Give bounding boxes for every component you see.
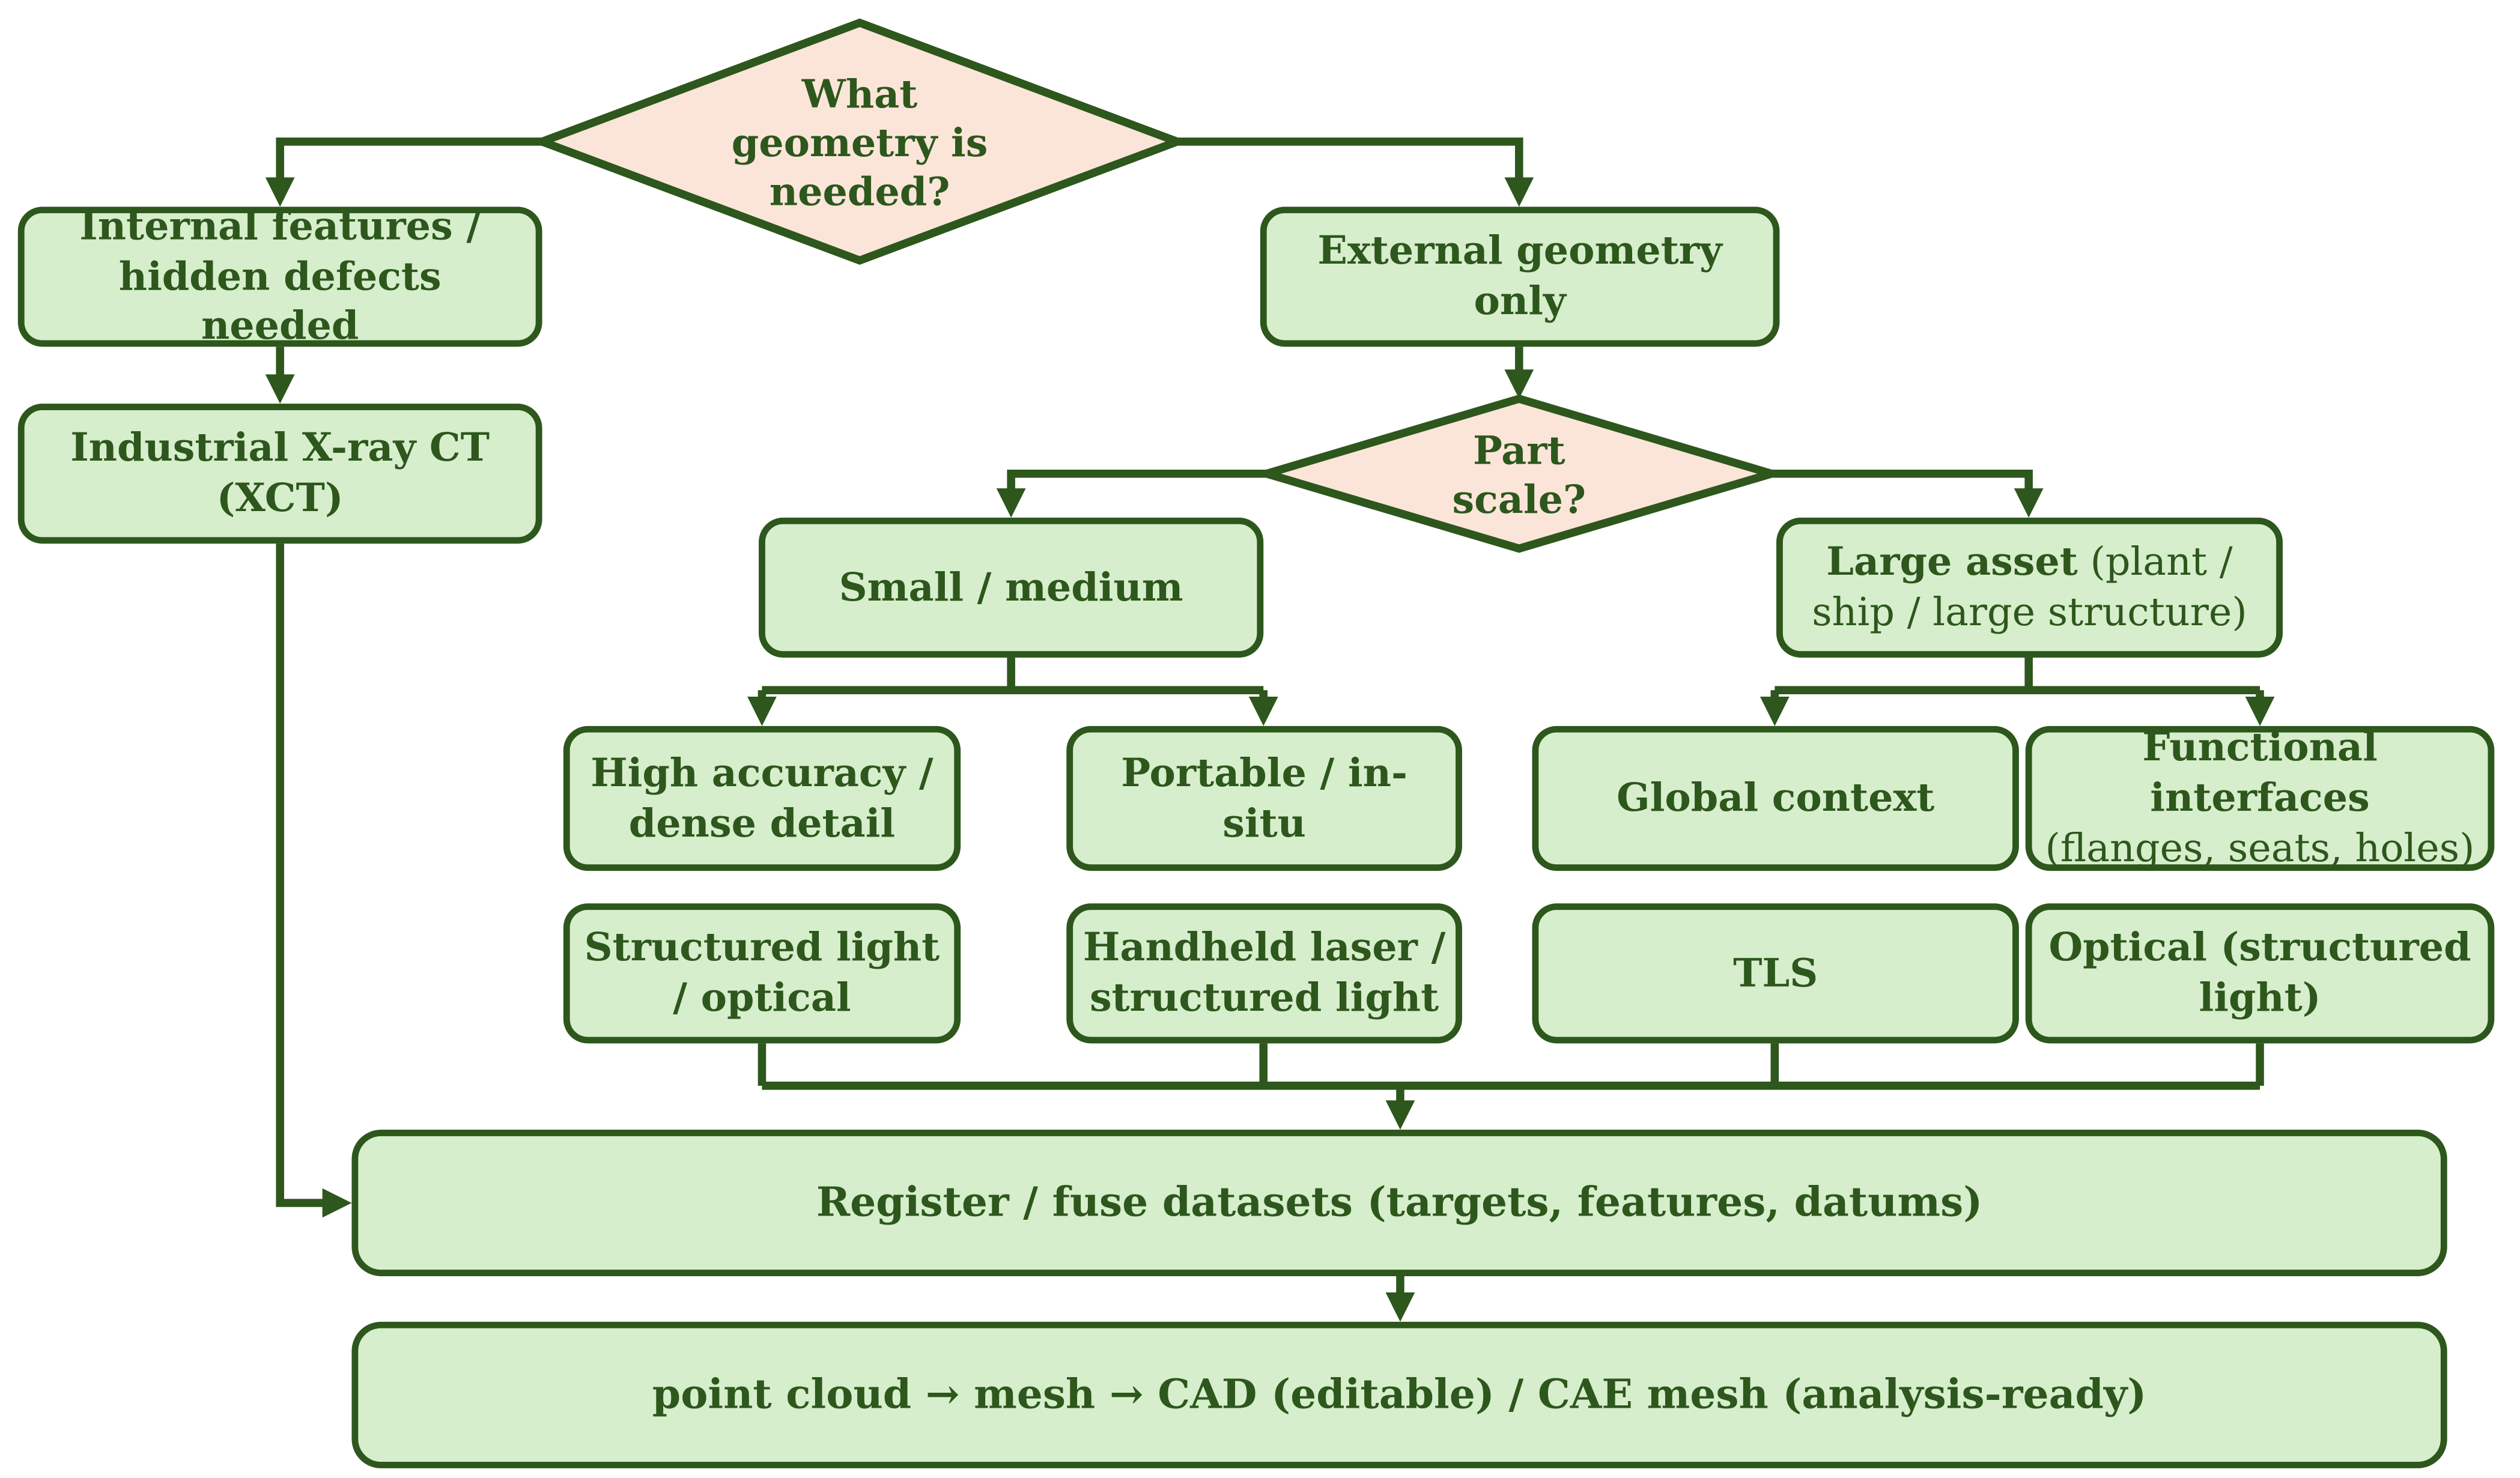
decision-what-geometry-line1: What — [801, 70, 918, 118]
node-functional-interfaces-line2: (flanges, seats, holes) — [2045, 825, 2475, 871]
node-small-medium-line1: Small / medium — [839, 562, 1183, 610]
arrowhead-into-external — [1504, 177, 1534, 207]
node-structured-light-optical-line2: / optical — [673, 973, 851, 1021]
node-large-asset-line2: ship / large structure) — [1812, 589, 2247, 635]
node-structured-light-optical-line1: Structured light — [584, 923, 940, 971]
node-functional-interfaces-line1: Functional interfaces — [2142, 723, 2378, 821]
arrowhead-xct-into-register — [322, 1188, 352, 1218]
decision-part-scale-line2: scale? — [1452, 475, 1586, 523]
node-internal-features: Internal features / hidden defects neede… — [17, 202, 542, 349]
node-external-geometry: External geometry only — [1260, 207, 1780, 347]
connector-decision1-to-external — [1177, 138, 1523, 187]
arrowhead-into-internal — [265, 177, 295, 207]
node-register-fuse: Register / fuse datasets (targets, featu… — [351, 1130, 2447, 1276]
node-handheld-laser: Handheld laser / structured light — [1066, 903, 1462, 1044]
node-large-asset-bold: Large asset — [1826, 538, 2078, 585]
node-functional-interfaces: Functional interfaces (flanges, seats, h… — [2025, 723, 2495, 871]
connector-decision1-to-internal — [276, 138, 542, 187]
decision-part-scale-diamond — [1252, 394, 1786, 553]
decision-what-geometry-line2: geometry is — [731, 118, 988, 166]
node-optical-structured-light-line2: light) — [2199, 973, 2321, 1021]
connector-decision2-to-large — [1771, 469, 2033, 498]
node-register-fuse-line1: Register / fuse datasets (targets, featu… — [816, 1178, 1983, 1226]
node-large-asset-line1: Large asset (plant / — [1826, 538, 2232, 587]
arrowhead-into-register — [1385, 1100, 1415, 1130]
arrowhead-into-portable — [1248, 697, 1278, 726]
node-external-geometry-line2: only — [1474, 276, 1566, 324]
connector-xct-to-register — [276, 544, 332, 1207]
decision-part-scale-line1: Part — [1472, 426, 1565, 474]
arrowhead-into-decision2 — [1504, 369, 1534, 399]
node-high-accuracy: High accuracy / dense detail — [563, 725, 961, 871]
arrowhead-into-large — [2014, 488, 2044, 518]
node-small-medium: Small / medium — [759, 517, 1264, 658]
node-high-accuracy-line1: High accuracy / — [591, 748, 934, 796]
node-output-pipeline-line1: point cloud → mesh → CAD (editable) / CA… — [652, 1370, 2147, 1418]
arrowhead-into-xct — [265, 374, 295, 404]
node-structured-light-optical: Structured light / optical — [563, 903, 961, 1044]
node-industrial-xct-line1: Industrial X-ray CT — [70, 423, 490, 471]
node-portable-in-situ: Portable / in-situ — [1066, 725, 1462, 871]
arrowhead-into-functional — [2245, 697, 2275, 726]
arrowhead-into-small — [996, 488, 1026, 518]
node-internal-features-line2: hidden defects needed — [118, 252, 442, 349]
node-handheld-laser-line1: Handheld laser / — [1082, 923, 1446, 971]
node-industrial-xct: Industrial X-ray CT (XCT) — [17, 404, 542, 544]
node-output-pipeline: point cloud → mesh → CAD (editable) / CA… — [351, 1321, 2447, 1468]
node-global-context-line1: Global context — [1617, 773, 1935, 821]
decision-part-scale-label: Part scale? — [1356, 407, 1682, 544]
decision-what-geometry-line3: needed? — [769, 168, 950, 215]
node-large-asset: Large asset (plant / ship / large struct… — [1776, 517, 2283, 658]
arrowhead-into-global-context — [1759, 697, 1790, 726]
node-global-context: Global context — [1532, 725, 2019, 871]
node-high-accuracy-line2: dense detail — [628, 798, 896, 846]
node-large-asset-after-bold: (plant / — [2077, 539, 2233, 585]
arrowhead-into-high-accuracy — [747, 697, 777, 726]
node-tls-line1: TLS — [1733, 948, 1818, 996]
node-industrial-xct-line2: (XCT) — [216, 473, 344, 521]
decision-what-geometry-label: What geometry is needed? — [648, 52, 1072, 235]
node-tls: TLS — [1532, 903, 2019, 1044]
node-external-geometry-line1: External geometry — [1317, 226, 1722, 274]
node-optical-structured-light: Optical (structured light) — [2025, 903, 2495, 1044]
node-internal-features-line1: Internal features / — [79, 201, 481, 249]
arrowhead-into-output — [1385, 1292, 1415, 1322]
decision-what-geometry-diamond — [530, 18, 1189, 265]
node-optical-structured-light-line1: Optical (structured — [2048, 923, 2471, 971]
node-handheld-laser-line2: structured light — [1089, 973, 1439, 1021]
node-portable-in-situ-line1: Portable / in-situ — [1121, 748, 1407, 846]
connector-decision2-to-small — [1007, 469, 1267, 498]
